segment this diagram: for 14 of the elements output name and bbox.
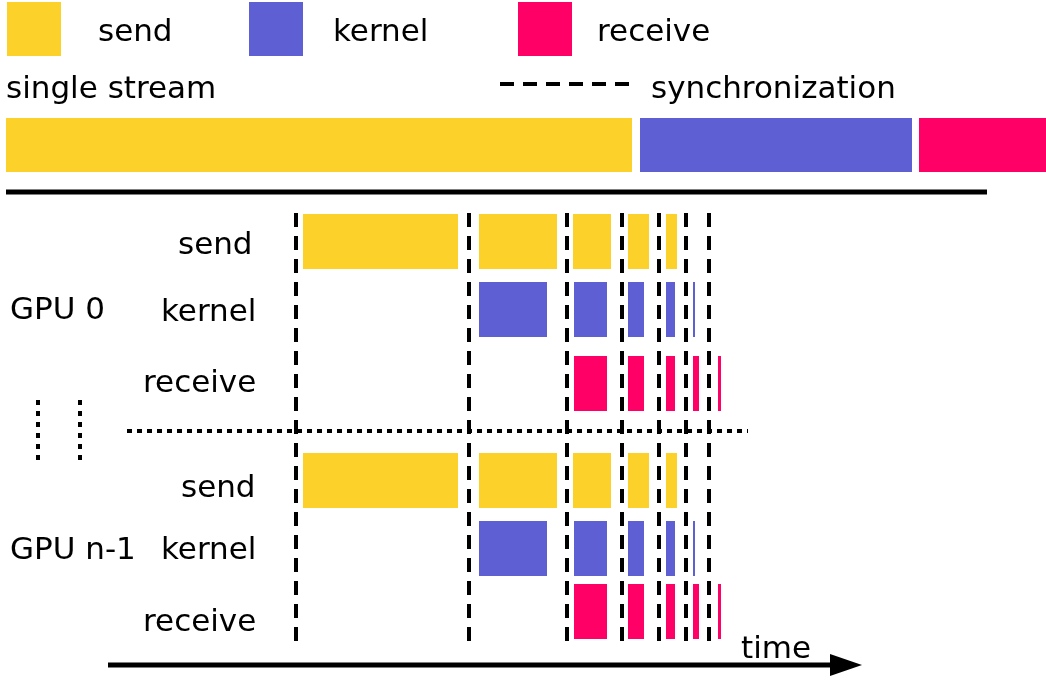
gpu-label: GPU 0 [10, 290, 105, 326]
gpu-label: GPU n-1 [10, 530, 136, 566]
legend-label: kernel [333, 12, 429, 48]
legend-label: receive [597, 12, 711, 48]
row-label: kernel [161, 530, 257, 566]
stream-label: single stream [6, 69, 217, 105]
row-label: send [178, 225, 253, 261]
row-label: kernel [161, 292, 257, 328]
row-label: receive [143, 602, 257, 638]
axis-label: time [741, 629, 812, 665]
legend-label: send [98, 12, 173, 48]
row-label: receive [143, 363, 257, 399]
row-label: send [181, 468, 256, 504]
legend-label: synchronization [651, 69, 896, 105]
